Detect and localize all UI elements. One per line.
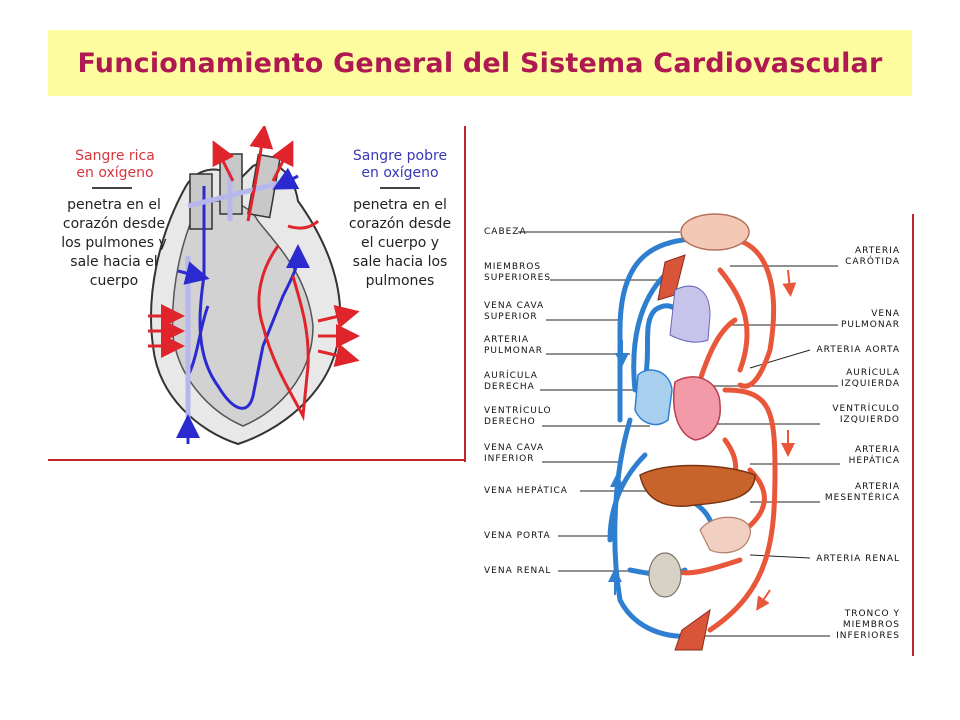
page-title: Funcionamiento General del Sistema Cardi… — [77, 47, 883, 79]
right-atrium — [634, 369, 673, 426]
label-arteria-pulmonar: ARTERIA PULMONAR — [484, 335, 544, 356]
label-arteria-renal: ARTERIA RENAL — [816, 554, 900, 564]
left-divider — [92, 187, 132, 189]
label-arteria-carotida: ARTERIA CARÓTIDA — [845, 246, 900, 267]
oxygen-rich-description-text: penetra en el corazón desde los pulmones… — [61, 197, 167, 289]
label-arteria-aorta: ARTERIA AORTA — [816, 345, 900, 355]
kidney — [648, 552, 682, 598]
intestine — [699, 516, 751, 554]
heart-illustration — [148, 124, 360, 446]
oxygenated-flow — [257, 245, 310, 422]
heart-panel-frame-bottom — [48, 459, 466, 461]
oxygen-rich-header-text: Sangre rica en oxígeno — [75, 148, 155, 181]
leg-muscle — [674, 608, 711, 651]
label-arteria-mesenterica: ARTERIA MESENTÉRICA — [824, 482, 900, 503]
oxygen-rich-description: penetra en el corazón desde los pulmones… — [50, 196, 178, 291]
oxygen-poor-description: penetra en el corazón desde el cuerpo y … — [338, 196, 462, 291]
lungs — [669, 285, 711, 343]
label-auricula-derecha: AURÍCULA DERECHA — [484, 371, 538, 392]
label-miembros-superiores: MIEMBROS SUPERIORES — [484, 262, 552, 283]
brain — [680, 213, 750, 251]
label-vena-pulmonar: VENA PULMONAR — [840, 309, 900, 330]
oxygen-rich-header: Sangre rica en oxígeno — [60, 148, 170, 182]
oxygen-poor-header: Sangre pobre en oxígeno — [345, 148, 455, 182]
label-vena-hepatica: VENA HEPÁTICA — [484, 486, 568, 496]
liver — [639, 464, 756, 507]
label-tronco-miembros-inferiores: TRONCO Y MIEMBROS INFERIORES — [836, 609, 900, 641]
label-vena-renal: VENA RENAL — [484, 566, 552, 576]
label-vena-porta: VENA PORTA — [484, 531, 551, 541]
deoxygenated-flow — [198, 186, 310, 410]
label-vena-cava-superior: VENA CAVA SUPERIOR — [484, 301, 545, 322]
label-arteria-hepatica: ARTERIA HEPÁTICA — [848, 445, 900, 466]
left-heart — [673, 376, 721, 441]
title-banner: Funcionamiento General del Sistema Cardi… — [48, 30, 912, 96]
label-auricula-izquierda: AURÍCULA IZQUIERDA — [840, 368, 900, 389]
circulation-illustration — [518, 213, 840, 651]
heart-panel-frame-right — [464, 126, 466, 462]
circulation-frame-right — [912, 214, 914, 656]
circulation-diagram — [470, 210, 912, 660]
label-ventriculo-derecho: VENTRÍCULO DERECHO — [484, 406, 552, 427]
heart-panel — [48, 124, 464, 460]
oxygen-poor-header-text: Sangre pobre en oxígeno — [352, 148, 448, 181]
oxygen-poor-description-text: penetra en el corazón desde el cuerpo y … — [348, 197, 452, 289]
label-vena-cava-inferior: VENA CAVA INFERIOR — [484, 443, 545, 464]
label-cabeza: CABEZA — [484, 227, 527, 237]
label-ventriculo-izquierdo: VENTRÍCULO IZQUIERDO — [832, 404, 900, 425]
right-divider — [380, 187, 420, 189]
